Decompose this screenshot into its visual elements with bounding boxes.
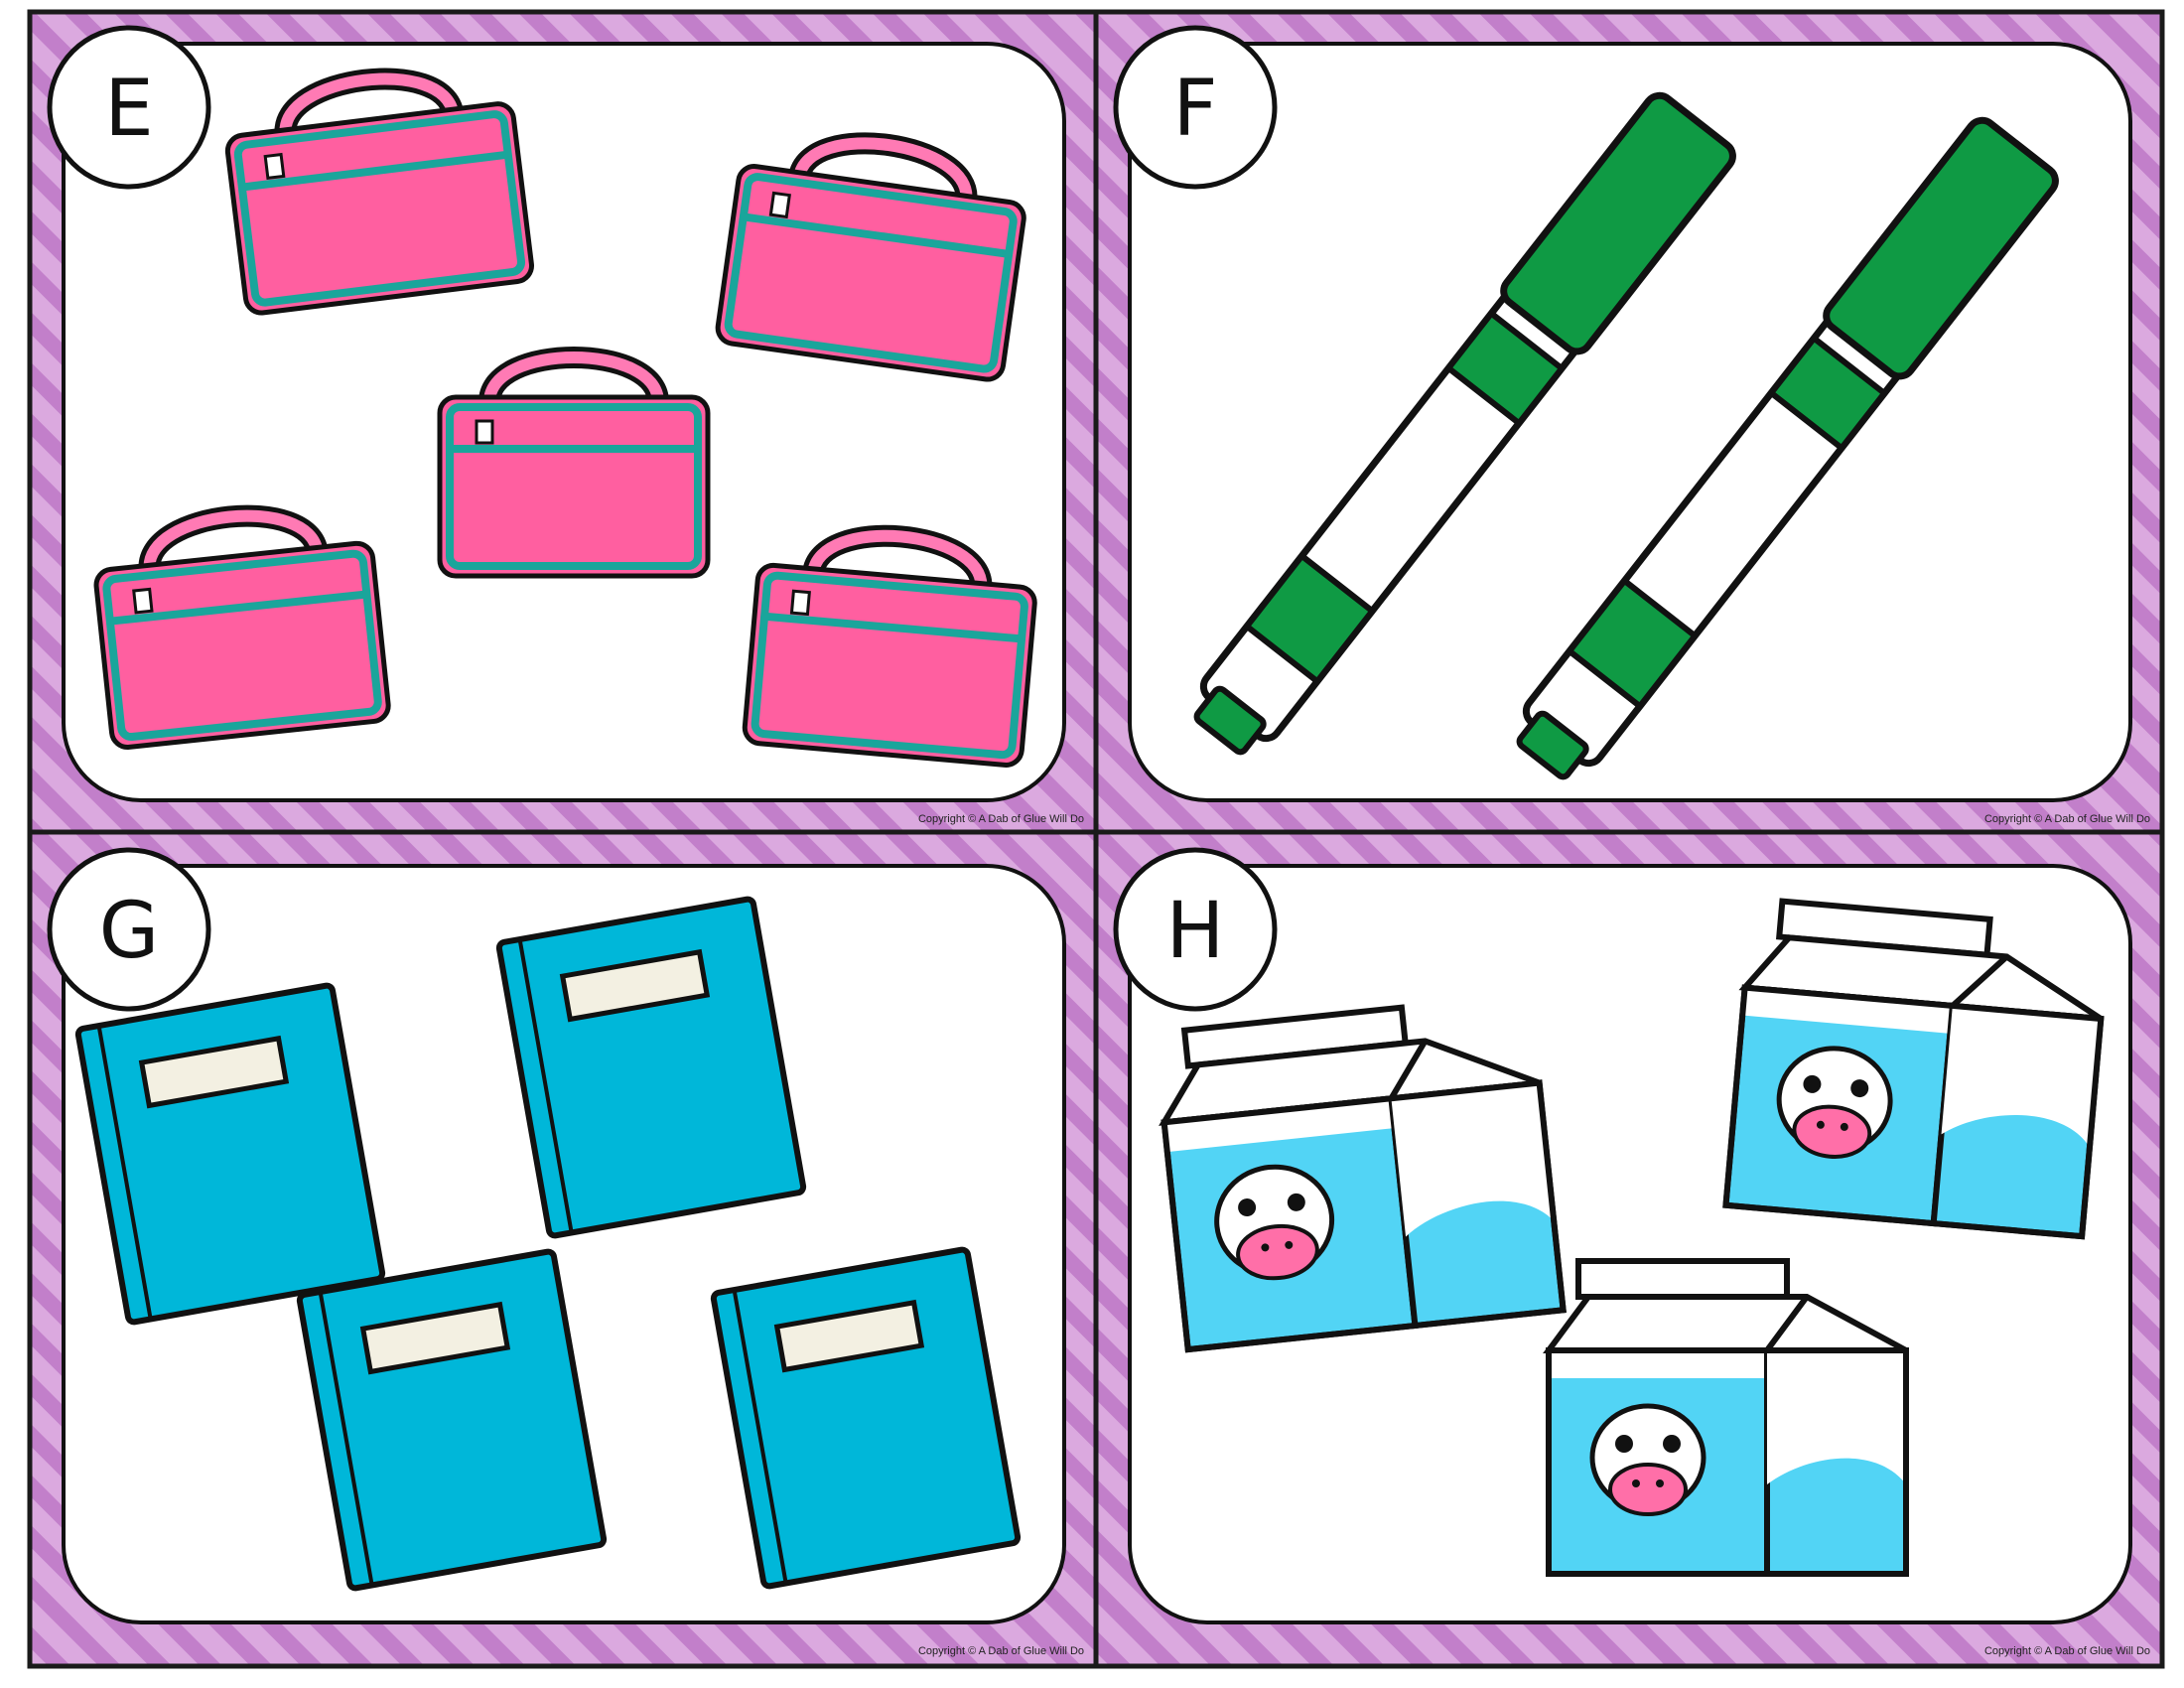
copyright-text: Copyright © A Dab of Glue Will Do <box>1984 1645 2150 1657</box>
card-letter: F <box>1173 65 1218 154</box>
notebook-icon <box>710 1246 1022 1590</box>
notebook-icon <box>495 896 807 1239</box>
letter-badge: H <box>1113 847 1278 1012</box>
notebook-icon <box>296 1248 608 1592</box>
notebook-icon <box>74 982 386 1326</box>
letter-badge: F <box>1113 25 1278 190</box>
copyright-text: Copyright © A Dab of Glue Will Do <box>1984 813 2150 825</box>
letter-badge: E <box>47 25 211 190</box>
cow-face-icon <box>1776 1046 1893 1159</box>
card-h[interactable]: H <box>1093 829 2165 1669</box>
copyright-text: Copyright © A Dab of Glue Will Do <box>918 813 1084 825</box>
cow-face-icon <box>1214 1164 1335 1281</box>
marker-icon <box>1516 116 2059 780</box>
lunchbox-icon <box>742 524 1037 768</box>
letter-badge: G <box>47 847 211 1012</box>
milk-carton-icon <box>1159 1004 1567 1353</box>
copyright-text: Copyright © A Dab of Glue Will Do <box>918 1645 1084 1657</box>
milk-carton-icon <box>1722 898 2105 1240</box>
cow-face-icon <box>1589 1403 1706 1516</box>
milk-carton-icon <box>1543 1258 1909 1577</box>
lunchbox-icon <box>715 132 1026 382</box>
card-f[interactable]: F Copyright © A Dab of Glue Will Do <box>1093 9 2165 835</box>
card-g[interactable]: G Copyright © A Dab of Glue Will Do <box>27 829 1099 1669</box>
card-letter: G <box>99 887 159 976</box>
lunchbox-icon <box>93 504 391 750</box>
marker-icon <box>1193 91 1736 756</box>
card-e[interactable]: E <box>27 9 1099 835</box>
lunchbox-icon <box>224 68 534 316</box>
card-letter: H <box>1166 887 1225 976</box>
lunchbox-icon <box>437 347 711 579</box>
card-letter: E <box>104 65 153 154</box>
